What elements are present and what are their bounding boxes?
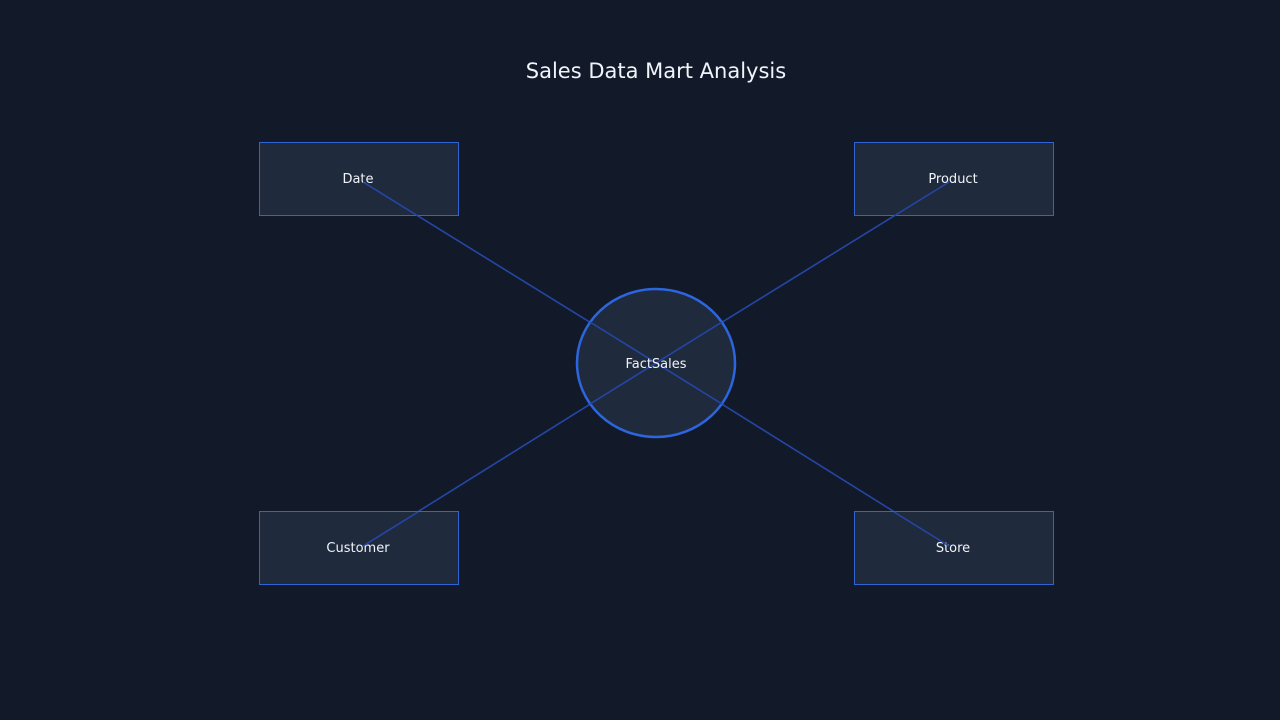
dimension-node-product[interactable]: Product	[854, 142, 1054, 216]
dimension-box	[854, 142, 1054, 216]
dimension-box	[259, 511, 459, 585]
dimension-label-store: Store	[936, 541, 970, 556]
edge-overlay-b	[589, 321, 723, 405]
dimension-node-store[interactable]: Store	[854, 511, 1054, 585]
edge-overlay-date	[362, 181, 419, 217]
dimension-label-product: Product	[928, 172, 977, 187]
edge-overlay-product	[893, 181, 950, 217]
dimension-box	[854, 511, 1054, 585]
edge-overlay-store	[893, 511, 950, 547]
dimension-node-customer[interactable]: Customer	[259, 511, 459, 585]
diagram-title: Sales Data Mart Analysis	[526, 59, 786, 83]
edge-overlay-customer	[362, 511, 419, 547]
dimension-node-date[interactable]: Date	[259, 142, 459, 216]
dimension-box	[259, 142, 459, 216]
fact-node-label: FactSales	[625, 357, 686, 372]
edge-overlays	[362, 181, 950, 547]
dimension-label-customer: Customer	[326, 541, 390, 556]
fact-node-factsales[interactable]: FactSales	[575, 287, 737, 439]
